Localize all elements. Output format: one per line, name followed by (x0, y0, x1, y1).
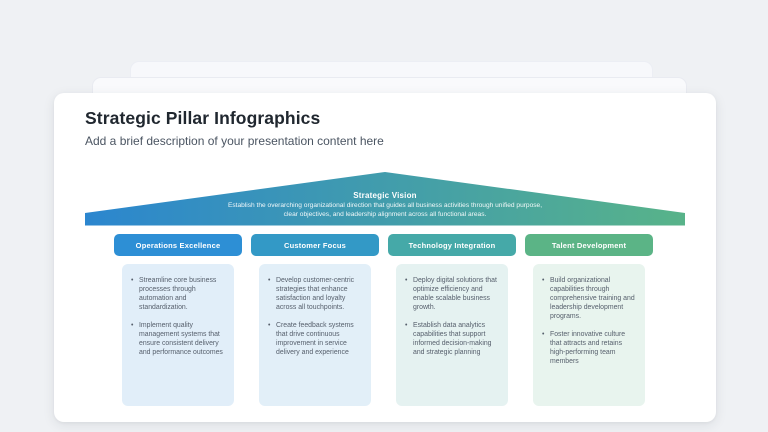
roof-description-line2: clear objectives, and leadership alignme… (283, 210, 487, 218)
bullet-item: Establish data analytics capabilities th… (403, 321, 499, 357)
bullet-item: Foster innovative culture that attracts … (540, 330, 636, 366)
pillar-header-talent-development: Talent Development (525, 234, 653, 256)
roof-title: Strategic Vision (353, 191, 417, 200)
bullet-item: Implement quality management systems tha… (129, 321, 225, 357)
strategic-vision-roof: Strategic Vision Establish the overarchi… (85, 172, 685, 226)
pillar-talent-development: Talent Development Build organizational … (525, 234, 653, 406)
bullet-item: Deploy digital solutions that optimize e… (403, 276, 499, 312)
roof-triangle-shape (85, 172, 685, 226)
slide-subtitle: Add a brief description of your presenta… (85, 134, 384, 148)
roof-description: Establish the overarching organizational… (85, 202, 685, 219)
pillar-header-operations-excellence: Operations Excellence (114, 234, 242, 256)
slide-title: Strategic Pillar Infographics (85, 108, 321, 128)
bullet-item: Streamline core business processes throu… (129, 276, 225, 312)
slide-card: Strategic Pillar Infographics Add a brie… (54, 93, 716, 422)
pillar-operations-excellence: Operations Excellence Streamline core bu… (114, 234, 242, 406)
pillar-technology-integration: Technology Integration Deploy digital so… (388, 234, 516, 406)
pillar-header-customer-focus: Customer Focus (251, 234, 379, 256)
bullet-item: Create feedback systems that drive conti… (266, 321, 362, 357)
pillar-body-customer-focus: Develop customer-centric strategies that… (259, 264, 371, 406)
pillar-body-talent-development: Build organizational capabilities throug… (533, 264, 645, 406)
pillar-body-operations-excellence: Streamline core business processes throu… (122, 264, 234, 406)
pillar-body-technology-integration: Deploy digital solutions that optimize e… (396, 264, 508, 406)
roof-label: Strategic Vision Establish the overarchi… (85, 191, 685, 219)
pillar-customer-focus: Customer Focus Develop customer-centric … (251, 234, 379, 406)
bullet-item: Build organizational capabilities throug… (540, 276, 636, 321)
roof-description-line1: Establish the overarching organizational… (227, 202, 543, 209)
pillar-header-technology-integration: Technology Integration (388, 234, 516, 256)
pillars-row: Operations Excellence Streamline core bu… (114, 234, 662, 406)
bullet-item: Develop customer-centric strategies that… (266, 276, 362, 312)
